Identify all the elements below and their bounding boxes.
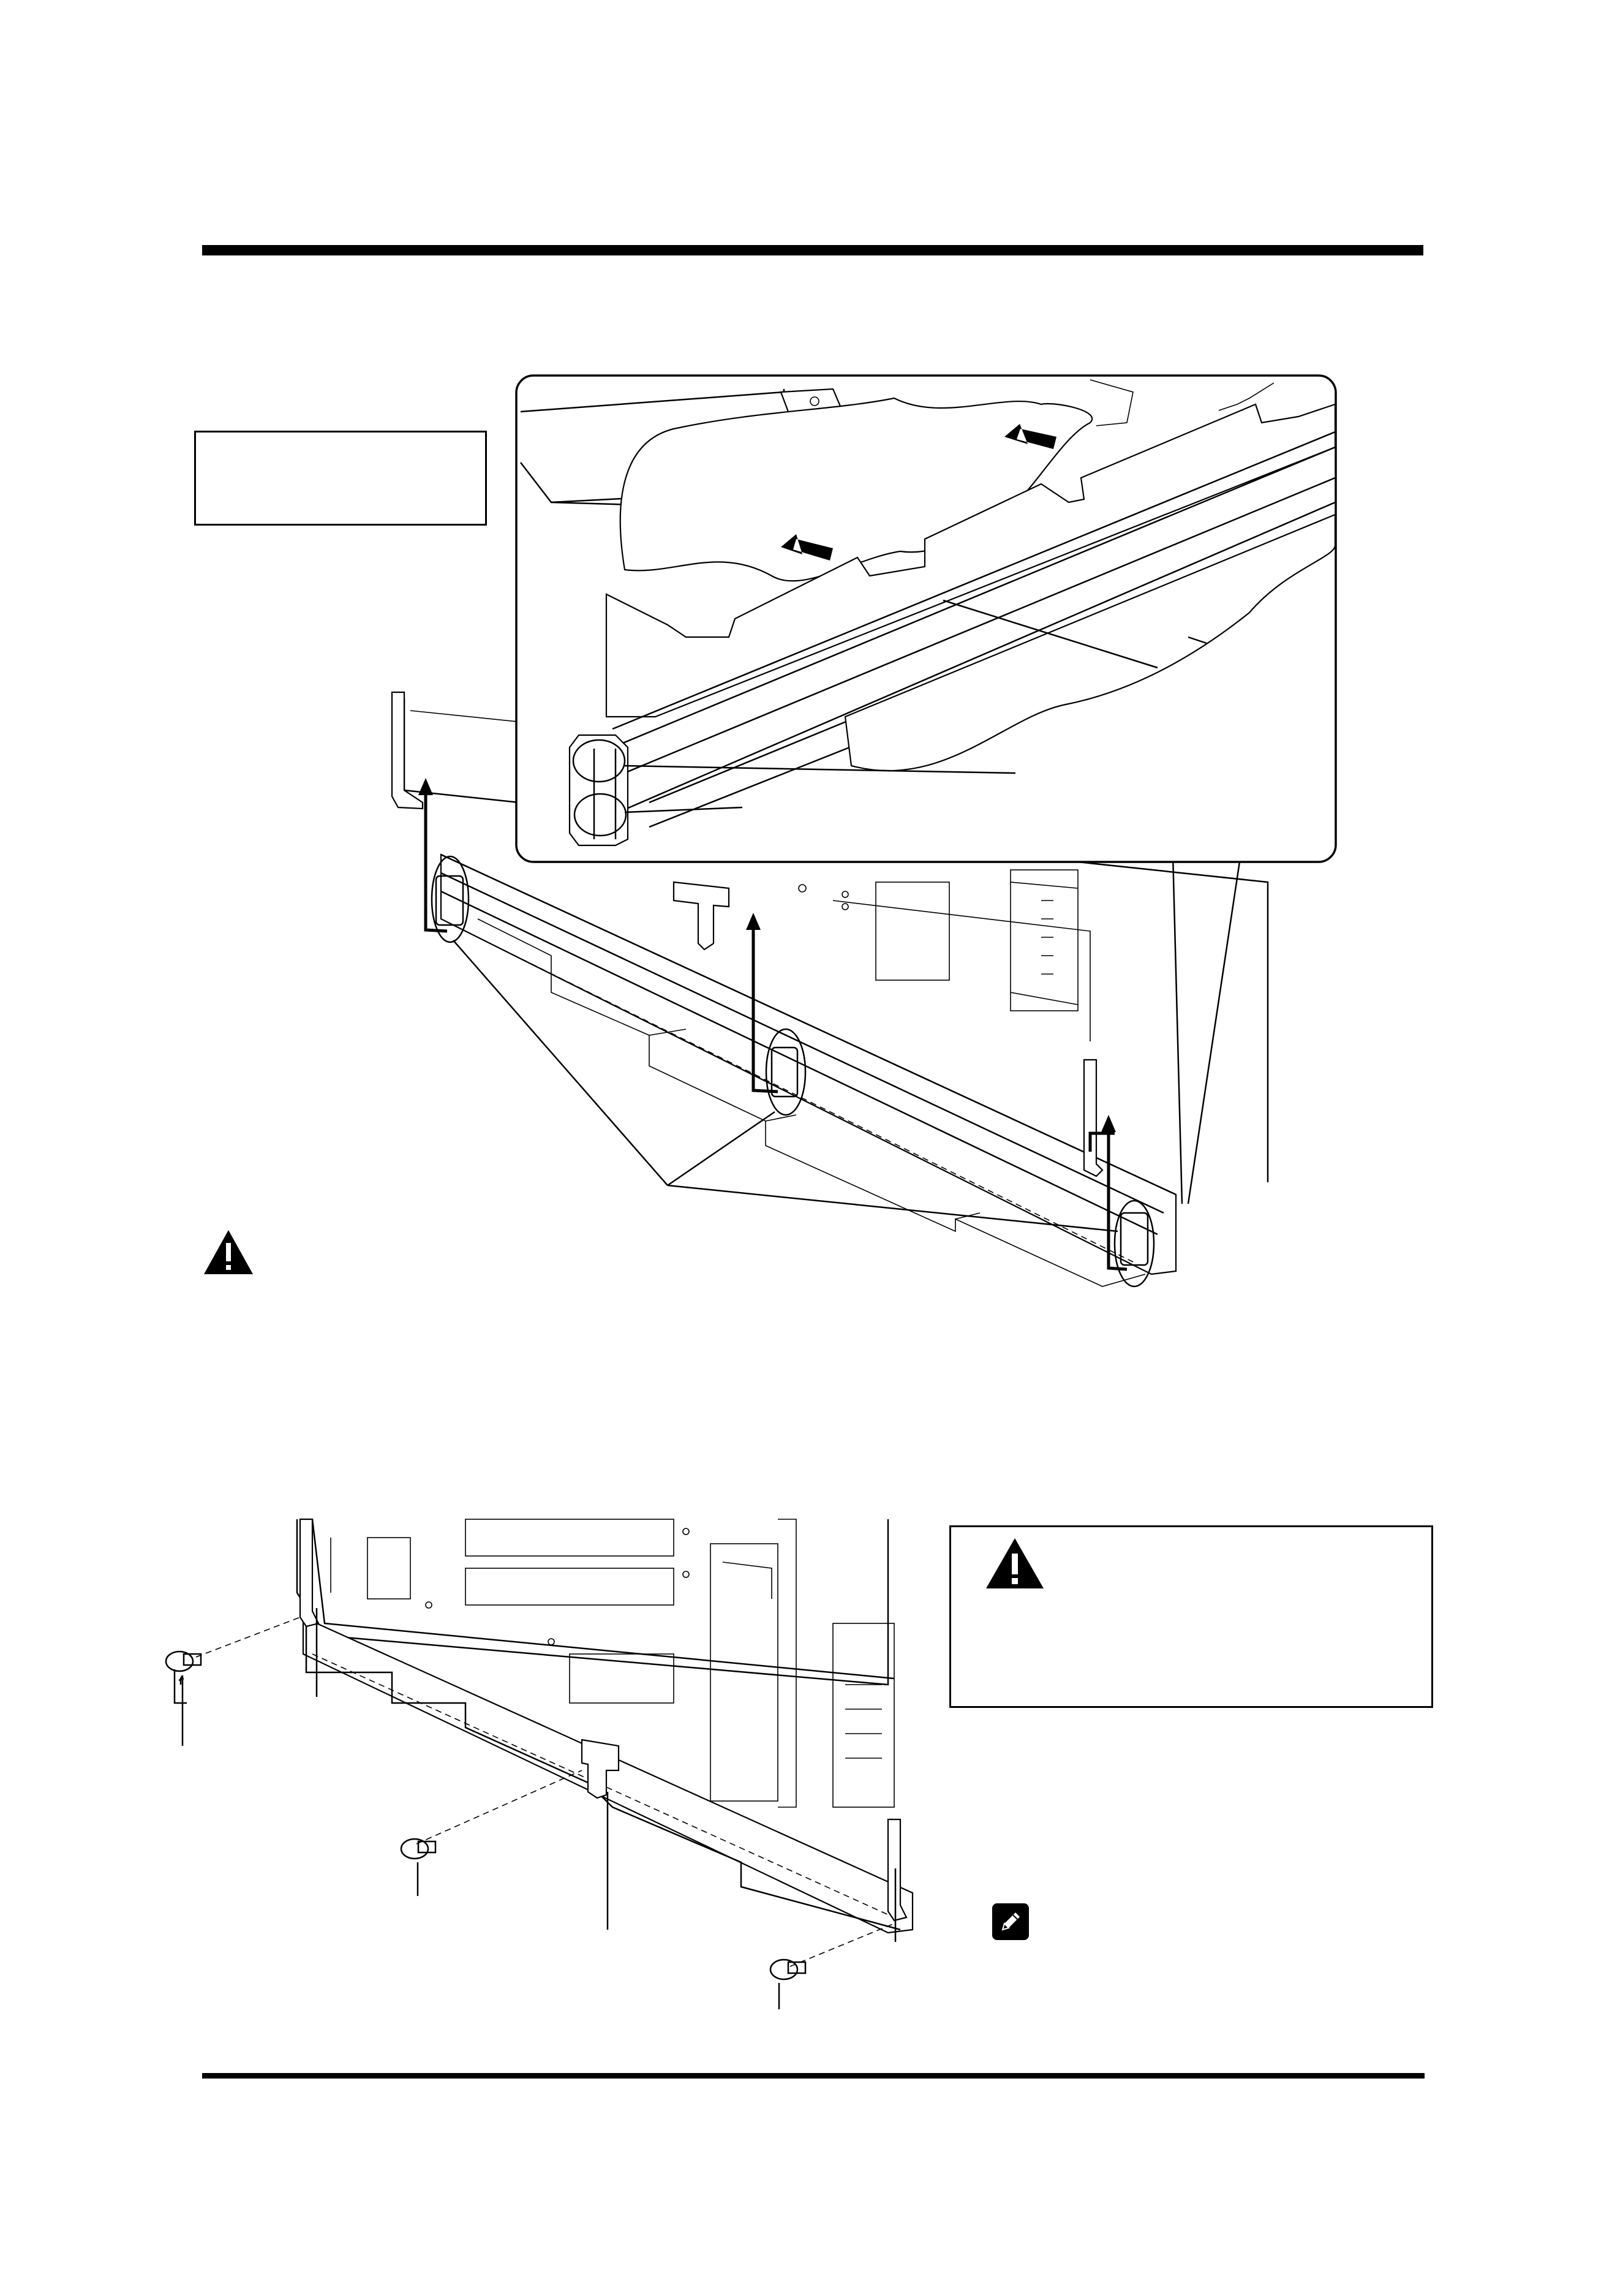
detail-callout: [515, 374, 1337, 863]
figure-1-assembly: [391, 691, 1269, 1288]
bracket-right: [1083, 1059, 1149, 1271]
bracket-right-installed: [887, 1818, 908, 1922]
header-rule: [202, 245, 1423, 255]
screw-center: [400, 1770, 582, 1896]
bracket-center: [672, 881, 799, 1098]
hook-circle-left: [431, 855, 470, 943]
hook-circle-right: [1113, 1199, 1155, 1288]
footer-rule: [202, 2073, 1425, 2079]
screw-left: [165, 1617, 301, 1746]
pencil-note-icon: [992, 1903, 1029, 1940]
leader-lines: [453, 854, 1241, 1233]
arrow-insert-right: [1004, 424, 1056, 449]
figure-2-screw-attachment: [165, 1518, 914, 2009]
hook-circle-center: [765, 1028, 807, 1116]
bracket-left-installed: [299, 1518, 320, 1628]
stand-bar: [440, 853, 1177, 1287]
bracket-left: [391, 691, 464, 933]
end-circle-upper: [572, 739, 626, 783]
arrow-insert-left: [781, 534, 833, 561]
detail-drawing: [520, 379, 1336, 847]
end-circle-lower: [573, 793, 627, 837]
step-label-box: [194, 431, 487, 526]
stand-bar-attached: [302, 1616, 914, 1934]
bracket-center-installed: [581, 1739, 620, 1799]
caution-box: [949, 1525, 1433, 1708]
screw-right: [769, 1923, 895, 2009]
warning-triangle-icon: [986, 1538, 1044, 1588]
warning-triangle-icon: [204, 1230, 253, 1274]
